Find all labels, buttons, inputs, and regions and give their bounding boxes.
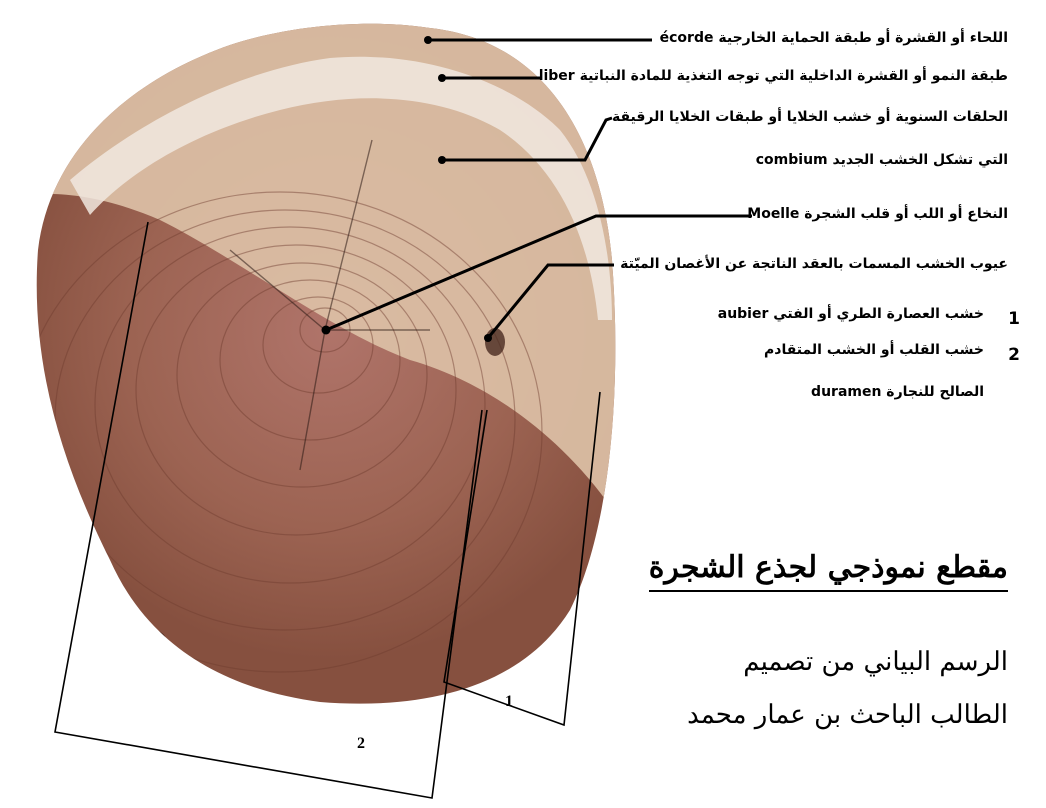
- label-cambium-line1: الحلقات السنوية أو خشب الخلايا أو طبقات …: [612, 107, 1008, 127]
- bracket-2-label: 2: [357, 734, 365, 754]
- label-phloem: طبقة النمو أو القشرة الداخلية التي توجه …: [539, 66, 1008, 86]
- legend-1-number: 1: [1008, 309, 1020, 329]
- credit-line1: الرسم البياني من تصميم: [743, 645, 1008, 679]
- bracket-1-label: 1: [505, 692, 513, 712]
- label-pith: النخاع أو اللب أو قلب الشجرة Moelle: [747, 204, 1008, 224]
- legend-2-text-line2: الصالح للنجارة duramen: [811, 382, 984, 402]
- legend-2-text-line1: خشب القلب أو الخشب المتقادم: [764, 340, 984, 360]
- diagram-title: مقطع نموذجي لجذع الشجرة: [649, 548, 1008, 592]
- label-cambium-line2: التي تشكل الخشب الجديد combium: [756, 150, 1008, 170]
- credit-line2: الطالب الباحث بن عمار محمد: [687, 698, 1008, 732]
- dark-spot: [138, 630, 166, 650]
- label-knots: عيوب الخشب المسمات بالعقد الناتجة عن الأ…: [620, 254, 1008, 274]
- legend-1-text: خشب العصارة الطري أو الفتي aubier: [718, 304, 984, 324]
- label-bark: اللحاء أو القشرة أو طبقة الحماية الخارجي…: [660, 28, 1008, 48]
- legend-2-number: 2: [1008, 345, 1020, 365]
